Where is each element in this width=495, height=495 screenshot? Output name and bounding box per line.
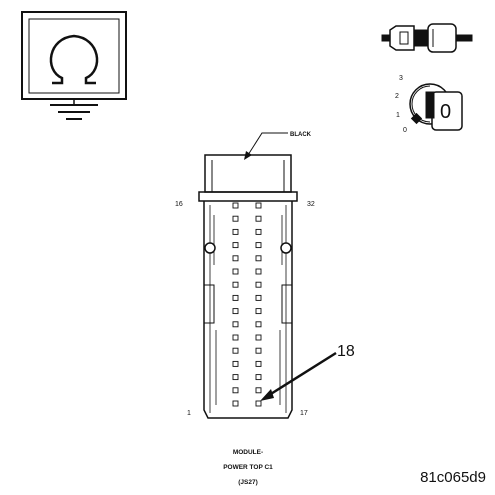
connector-latch-right [280,242,292,254]
pin-label-1: 1 [187,410,191,417]
pin-cavity [255,268,262,275]
key-position-0: 0 [403,127,407,134]
pin-cavity [255,242,262,249]
pin-callout-arrow [260,389,274,401]
pin-cavity [255,202,262,209]
pin-cavity [255,281,262,288]
color-leader-line [247,132,288,156]
pin-cavity [232,334,239,341]
connector-latch-left [204,242,216,254]
pin-cavity [232,360,239,367]
pin-cavity [255,255,262,262]
pin-cavity [232,294,239,301]
pin-cavity [232,374,239,381]
connector-color-label: BLACK [290,132,312,138]
pin-cavity [232,255,239,262]
pin-label-17: 17 [300,410,308,417]
pin-cavity [232,308,239,315]
pin-cavity [255,308,262,315]
ohmmeter-ground-icon [21,11,127,120]
pin-cavity [232,387,239,394]
pin-label-32: 32 [307,201,315,208]
pin-cavity [232,321,239,328]
connector-caption-line2: POWER TOP C1 [223,464,273,471]
pin-cavity [255,294,262,301]
pin-cavity [232,281,239,288]
pin-cavity [255,228,262,235]
pin-cavity [255,347,262,354]
pin-cavity [255,321,262,328]
pin-cavity [255,334,262,341]
highlighted-pin-label: 18 [337,343,355,360]
pin-cavity [232,242,239,249]
pin-cavity [232,215,239,222]
figure-code: 81c065d9 [420,469,486,486]
pin-callout-line [265,351,337,399]
pin-cavity [255,215,262,222]
connector-caption-line3: (JS27) [238,479,258,486]
pin-cavity [232,347,239,354]
pin-cavity [232,228,239,235]
key-side-icon [381,23,473,53]
ignition-key-icon [409,83,463,131]
pin-cavity [232,202,239,209]
pin-cavity [232,400,239,407]
key-position-2: 2 [395,93,399,100]
connector-caption-line1: MODULE- [233,449,263,456]
connector-body [198,154,298,419]
key-position-3: 3 [399,75,403,82]
pin-cavity [255,387,262,394]
key-position-1: 1 [396,112,400,119]
key-selected-position: 0 [440,101,451,123]
pin-label-16: 16 [175,201,183,208]
pin-cavity [232,268,239,275]
pin-cavity [255,374,262,381]
pin-cavities [232,202,262,407]
pin-cavity [255,400,262,407]
pin-cavity [255,360,262,367]
